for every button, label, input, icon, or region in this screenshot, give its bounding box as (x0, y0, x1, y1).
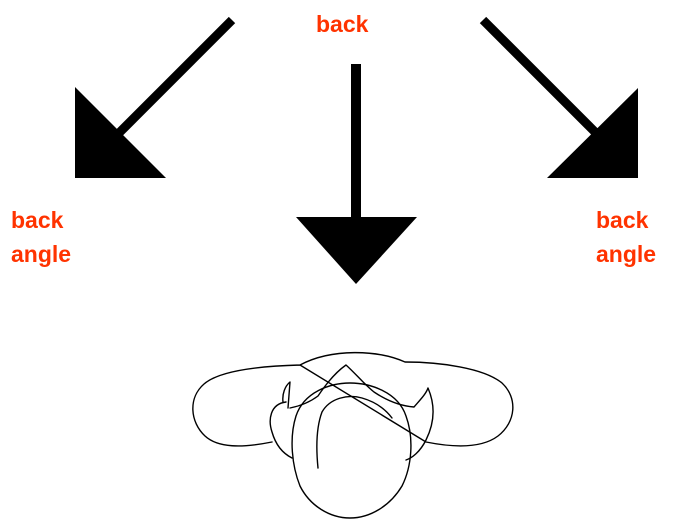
person-top-view-icon (192, 351, 514, 519)
arrow-down-left-icon (75, 16, 236, 178)
arrow-down-icon (296, 64, 417, 284)
shoulders-outline (192, 351, 514, 447)
collar-outline (269, 364, 434, 461)
head-outline (291, 382, 412, 519)
label-back-angle-right-line2: angle (596, 241, 657, 267)
label-back-angle-left-line2: angle (11, 241, 72, 267)
hair-line (316, 395, 393, 469)
arrow-down-right-icon (479, 16, 638, 178)
label-back-angle-right-line1: back (596, 207, 649, 233)
label-back-angle-left-line1: back (11, 207, 64, 233)
label-back-top: back (316, 11, 369, 37)
